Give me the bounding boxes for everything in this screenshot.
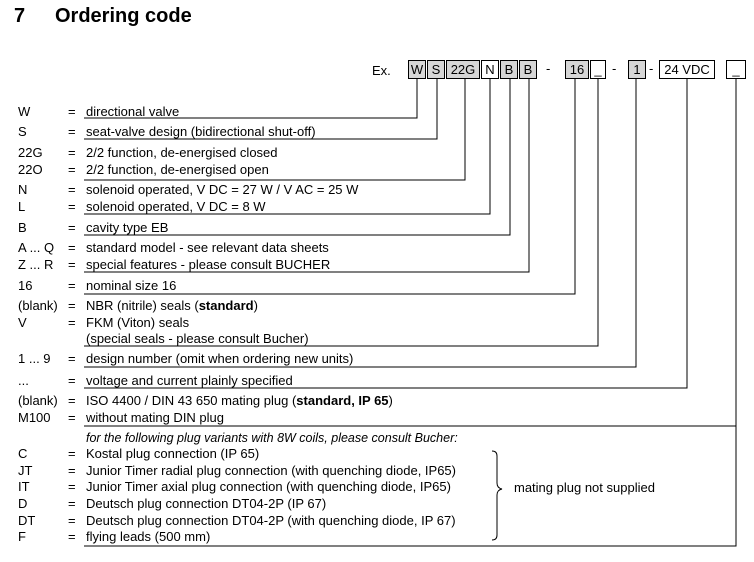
example-label: Ex.	[372, 63, 391, 78]
option-desc: seat-valve design (bidirectional shut-of…	[86, 124, 316, 139]
option-desc: 2/2 function, de-energised closed	[86, 145, 278, 160]
equals: =	[68, 240, 76, 255]
equals: =	[68, 373, 76, 388]
equals: =	[68, 162, 76, 177]
option-desc: special features - please consult BUCHER	[86, 257, 331, 272]
option-desc: ISO 4400 / DIN 43 650 mating plug (stand…	[86, 393, 393, 408]
option-code-l: L	[18, 199, 26, 214]
equals: =	[68, 199, 76, 214]
equals: =	[68, 513, 76, 528]
option-code-v: V	[18, 315, 27, 330]
option-code-b: B	[18, 220, 27, 235]
equals: =	[68, 479, 76, 494]
section-title: Ordering code	[55, 5, 192, 27]
option-code-f: F	[18, 529, 26, 544]
option-code-16: 16	[18, 278, 33, 293]
option-desc: FKM (Viton) seals	[86, 315, 190, 330]
option-desc: cavity type EB	[86, 220, 169, 235]
equals: =	[68, 463, 76, 478]
option-desc: solenoid operated, V DC = 27 W / V AC = …	[86, 182, 359, 197]
code-separator: -	[546, 61, 551, 76]
section-number: 7	[14, 5, 26, 27]
option-desc: design number (omit when ordering new un…	[86, 351, 354, 366]
code-box-w: W	[408, 60, 426, 79]
equals: =	[68, 446, 76, 461]
code-box-b2: B	[519, 60, 537, 79]
option-code-m100: M100	[18, 410, 51, 425]
equals: =	[68, 529, 76, 544]
code-box-22g: 22G	[446, 60, 480, 79]
equals: =	[68, 145, 76, 160]
option-code-zr: Z ... R	[18, 257, 54, 272]
option-code-blank-seal: (blank)	[18, 298, 58, 313]
option-code-22o: 22O	[18, 162, 43, 177]
option-desc: solenoid operated, V DC = 8 W	[86, 199, 266, 214]
option-desc: 2/2 function, de-energised open	[86, 162, 269, 177]
equals: =	[68, 104, 76, 119]
equals: =	[68, 220, 76, 235]
equals: =	[68, 278, 76, 293]
equals: =	[68, 351, 76, 366]
option-desc: directional valve	[86, 104, 180, 119]
equals: =	[68, 124, 76, 139]
option-code-aq: A ... Q	[18, 240, 55, 255]
option-code-design: 1 ... 9	[18, 351, 51, 366]
option-code-it: IT	[18, 479, 30, 494]
option-code-w: W	[18, 104, 31, 119]
option-desc: nominal size 16	[86, 278, 177, 293]
option-code-blank-plug: (blank)	[18, 393, 58, 408]
option-desc: Deutsch plug connection DT04-2P (IP 67)	[86, 496, 327, 511]
option-desc: standard model - see relevant data sheet…	[86, 240, 329, 255]
equals: =	[68, 410, 76, 425]
option-desc: voltage and current plainly specified	[86, 373, 293, 388]
plug-variants-note: for the following plug variants with 8W …	[86, 431, 458, 445]
equals: =	[68, 315, 76, 330]
option-desc: Junior Timer axial plug connection (with…	[86, 479, 451, 494]
code-box-16: 16	[565, 60, 589, 79]
option-desc: Junior Timer radial plug connection (wit…	[86, 463, 456, 478]
equals: =	[68, 182, 76, 197]
option-code-n: N	[18, 182, 28, 197]
code-box-design: 1	[628, 60, 646, 79]
brace-note: mating plug not supplied	[514, 480, 655, 495]
option-code-dt: DT	[18, 513, 36, 528]
option-desc: without mating DIN plug	[86, 410, 225, 425]
code-box-plug: _	[726, 60, 746, 79]
option-desc: Deutsch plug connection DT04-2P (with qu…	[86, 513, 456, 528]
code-box-s: S	[427, 60, 445, 79]
equals: =	[68, 298, 76, 313]
option-desc: NBR (nitrile) seals (standard)	[86, 298, 258, 313]
code-separator: -	[612, 61, 617, 76]
option-code-s: S	[18, 124, 27, 139]
option-code-22g: 22G	[18, 145, 43, 160]
equals: =	[68, 257, 76, 272]
option-code-jt: JT	[18, 463, 33, 478]
option-desc-note: (special seals - please consult Bucher)	[86, 331, 309, 346]
option-code-c: C	[18, 446, 28, 461]
option-desc: Kostal plug connection (IP 65)	[86, 446, 260, 461]
option-desc: flying leads (500 mm)	[86, 529, 211, 544]
equals: =	[68, 393, 76, 408]
equals: =	[68, 496, 76, 511]
code-box-seals: _	[590, 60, 606, 79]
code-separator: -	[649, 61, 654, 76]
option-code-voltage: ...	[18, 373, 29, 388]
option-code-d: D	[18, 496, 28, 511]
code-box-voltage: 24 VDC	[659, 60, 715, 79]
code-box-n: N	[481, 60, 499, 79]
code-box-b: B	[500, 60, 518, 79]
